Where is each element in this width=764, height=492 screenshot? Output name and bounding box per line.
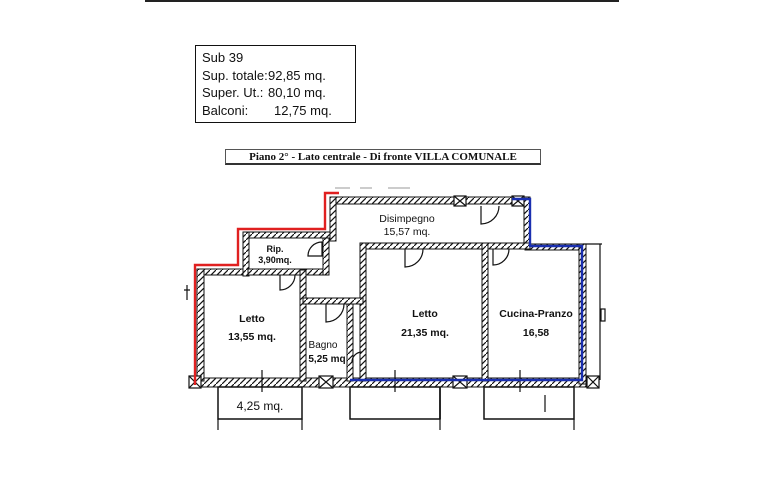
summary-sup-totale: Sup. totale: 92,85 mq.	[202, 67, 349, 85]
door-bagno-lower	[351, 351, 363, 363]
window-letto2	[452, 375, 468, 389]
door-letto1	[279, 274, 296, 291]
room-disimpegno-name: Disimpegno	[379, 213, 435, 225]
room-rip-area: 3,90mq.	[258, 255, 292, 265]
summary-super-ut-value: 80,10 mq.	[268, 85, 326, 100]
wall-left-rip	[242, 231, 250, 277]
wall-rip-right	[322, 237, 330, 276]
room-letto2-name: Letto	[412, 308, 438, 320]
room-letto1-area: 13,55 mq.	[228, 331, 276, 343]
window-right	[586, 375, 600, 389]
top-rule	[145, 0, 619, 2]
wall-top-letto1	[197, 268, 249, 276]
wall-left	[196, 268, 205, 382]
wall-top-rip	[242, 231, 334, 239]
summary-sub-label: Sub 39	[202, 50, 244, 65]
balcony-cucina	[483, 386, 575, 420]
wall-letto2-left	[359, 242, 367, 382]
door-bagno	[325, 303, 345, 323]
summary-sup-totale-label: Sup. totale:	[202, 67, 268, 83]
room-letto2-area: 21,35 mq.	[401, 327, 449, 339]
balcony-area: 4,25 mq.	[237, 399, 284, 413]
summary-balconi-label: Balconi:	[202, 102, 249, 118]
balcony-letto1	[217, 386, 303, 420]
room-rip-name: Rip.	[267, 244, 284, 254]
room-letto1-name: Letto	[239, 313, 265, 325]
summary-balconi: Balconi: 12,75 mq.	[202, 102, 349, 120]
wall-bagno-top	[302, 297, 364, 305]
summary-sup-totale-value: 92,85 mq.	[268, 67, 326, 83]
summary-super-ut-label: Super. Ut.:	[202, 85, 264, 100]
door-letto2	[404, 248, 424, 268]
window-bagno	[318, 375, 334, 389]
floor-title: Piano 2° - Lato centrale - Di fronte VIL…	[225, 149, 541, 165]
walls	[189, 196, 587, 388]
wall-bagno-right	[346, 303, 354, 382]
left-marks	[184, 285, 190, 300]
room-cucina-name: Cucina-Pranzo	[499, 308, 573, 320]
wall-top-disimpegno	[329, 196, 531, 205]
boundary-red	[193, 191, 339, 385]
door-disimpegno-entry	[480, 205, 500, 225]
summary-sub: Sub 39	[202, 49, 349, 67]
right-extension	[544, 243, 606, 412]
wall-disimpegno-bottom	[359, 242, 531, 250]
boundary-blue	[350, 197, 584, 382]
doors	[279, 205, 510, 363]
room-disimpegno-area: 15,57 mq.	[384, 226, 431, 238]
wall-left-disimpegno	[329, 196, 337, 242]
wall-letto1-right	[299, 269, 307, 382]
room-cucina-area: 16,58	[523, 327, 549, 339]
summary-balconi-value: 12,75 mq.	[274, 102, 332, 118]
window-disimpegno-2	[511, 195, 525, 207]
door-cucina	[492, 248, 510, 266]
wall-letto2-cucina	[481, 242, 489, 382]
room-bagno-area: 5,25 mq	[308, 354, 345, 365]
room-bagno-name: Bagno	[309, 340, 338, 351]
wall-rip-bottom	[247, 268, 329, 276]
summary-super-ut: Super. Ut.: 80,10 mq.	[202, 84, 349, 102]
door-rip	[307, 241, 323, 257]
summary-box: Sub 39 Sup. totale: 92,85 mq. Super. Ut.…	[195, 45, 356, 123]
window-disimpegno-1	[453, 195, 467, 207]
